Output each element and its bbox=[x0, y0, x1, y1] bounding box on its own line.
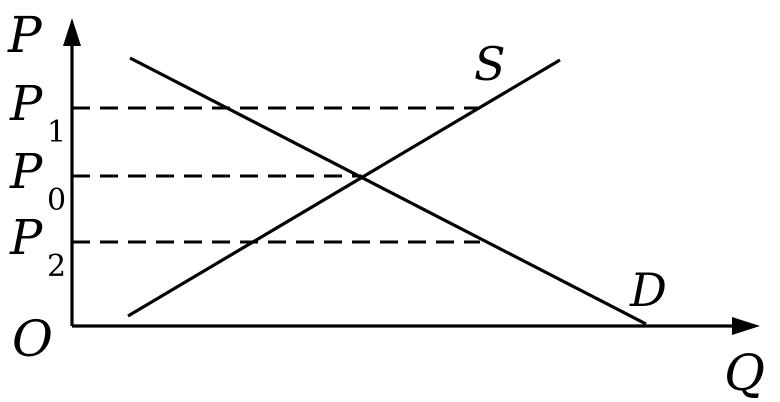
y-axis-label: P bbox=[7, 6, 43, 64]
demand-curve bbox=[129, 56, 647, 326]
price-label-p2-sub: 2 bbox=[47, 249, 66, 284]
price-label-p1-sub: 1 bbox=[47, 115, 66, 150]
price-label-p0-main: P bbox=[9, 144, 43, 200]
supply-curve bbox=[127, 58, 561, 318]
demand-label: D bbox=[629, 263, 667, 317]
price-label-p0: P 0 bbox=[9, 144, 66, 218]
x-axis-label: Q bbox=[724, 344, 765, 402]
supply-label: S bbox=[474, 37, 506, 91]
x-axis-arrowhead bbox=[732, 317, 760, 335]
origin-label: O bbox=[12, 310, 53, 368]
price-label-p1: P 1 bbox=[9, 76, 66, 150]
price-label-p2-main: P bbox=[9, 210, 43, 266]
price-label-p0-sub: 0 bbox=[47, 183, 66, 218]
price-label-p1-main: P bbox=[9, 76, 43, 132]
price-label-p2: P 2 bbox=[9, 210, 66, 284]
y-axis-arrowhead bbox=[63, 18, 81, 46]
